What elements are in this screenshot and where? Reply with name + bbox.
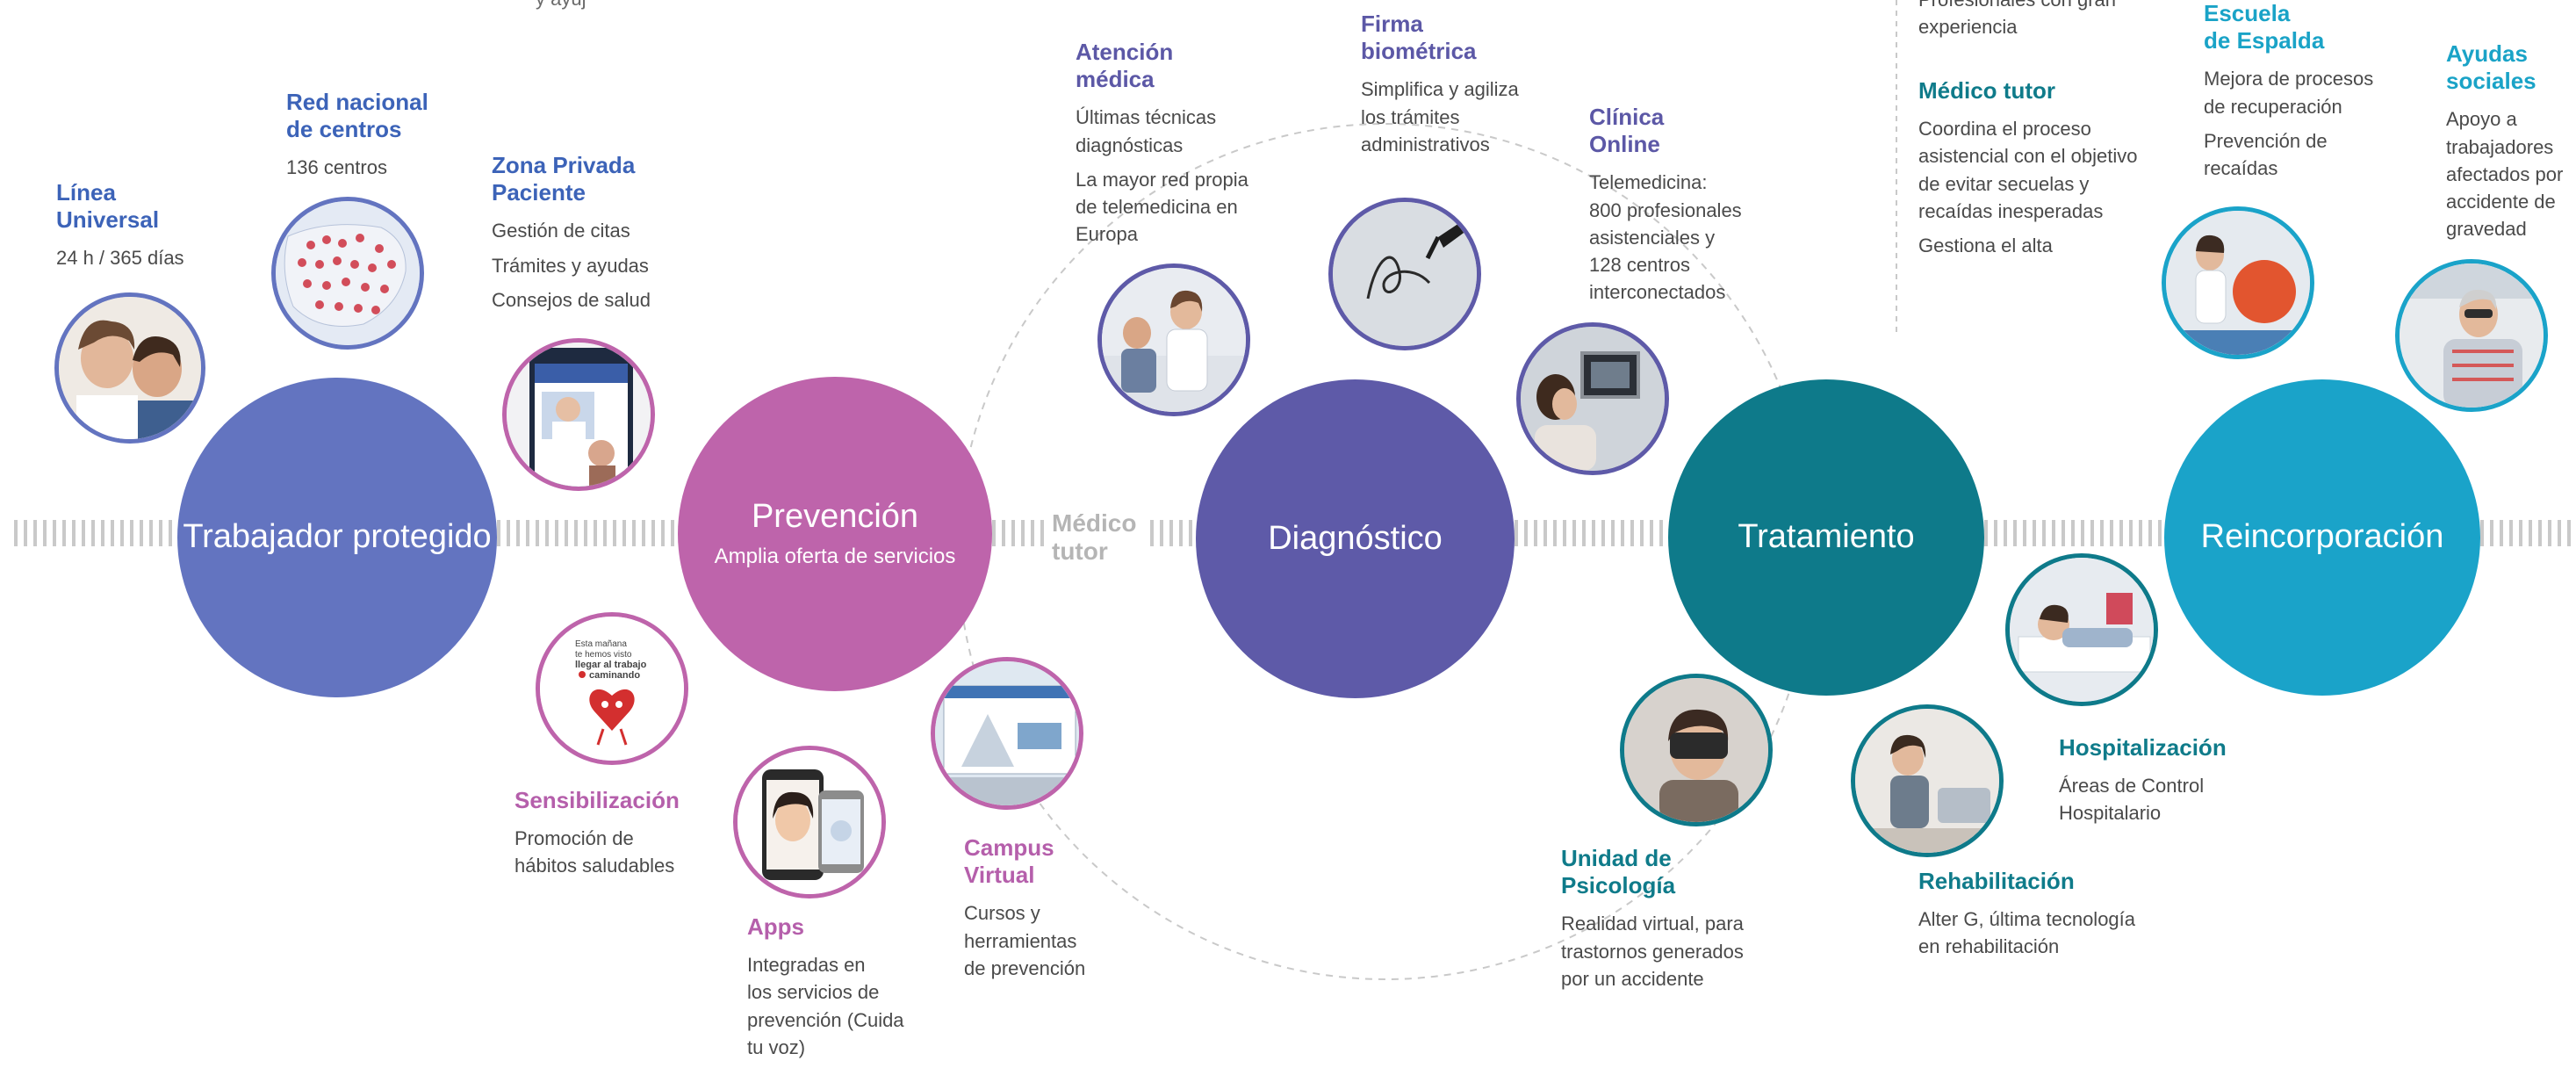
linea-universal-desc: 24 h / 365 días <box>56 247 184 270</box>
diagnostico-circle[interactable]: Diagnóstico <box>1196 379 1515 698</box>
escuela-espalda-line-2: Prevención de recaídas <box>2204 129 2328 180</box>
timeline-dashes <box>1515 520 1668 546</box>
sensibilizacion-title: Sensibilización <box>514 787 680 813</box>
medico-tutor-line-1: Coordina el proceso asistencial con el o… <box>1918 118 2138 222</box>
prevencion-title: Prevención <box>751 498 919 536</box>
red-nacional-desc: 136 centros <box>286 156 387 179</box>
reincorporacion-title: Reincorporación <box>2200 518 2444 556</box>
linea-universal-title: Línea Universal <box>56 179 160 234</box>
firma-biometrica-desc: Simplifica y agiliza los trámites admini… <box>1361 78 1519 155</box>
sensibilizacion-desc: Promoción de hábitos saludables <box>514 827 675 877</box>
medico-tutor-label: Médico tutor Coordina el proceso asisten… <box>1918 77 2137 266</box>
rehabilitacion-desc: Alter G, última tecnología en rehabilita… <box>1918 908 2136 958</box>
atencion-medica-line-1: Últimas técnicas diagnósticas <box>1076 106 1217 156</box>
campus-virtual-label: Campus Virtual Cursos y herramientas de … <box>964 834 1085 989</box>
firma-biometrica-photo <box>1328 198 1481 350</box>
ayudas-sociales-photo <box>2395 259 2548 412</box>
rehabilitacion-label: Rehabilitación Alter G, última tecnologí… <box>1918 868 2135 968</box>
firma-biometrica-title: Firma biométrica <box>1361 11 1477 65</box>
zona-privada-title: Zona Privada Paciente <box>492 152 636 206</box>
svg-text:llegar al trabajo: llegar al trabajo <box>575 660 647 670</box>
hospitalizacion-photo <box>2005 553 2158 706</box>
tratamiento-circle[interactable]: Tratamiento <box>1668 379 1984 696</box>
campus-virtual-photo <box>931 657 1083 810</box>
timeline-dashes <box>2480 520 2576 546</box>
atencion-medica-label: Atención médica Últimas técnicas diagnós… <box>1076 39 1248 256</box>
ayudas-sociales-label: Ayudas sociales Apoyo a trabajadores afe… <box>2446 40 2563 250</box>
timeline-dashes <box>992 520 1045 546</box>
escuela-espalda-title: Escuela de Espalda <box>2204 0 2325 54</box>
atencion-medica-photo <box>1097 263 1250 416</box>
patient-app-photo <box>502 338 655 491</box>
ayudas-sociales-desc: Apoyo a trabajadores afectados por accid… <box>2446 108 2564 241</box>
zona-privada-line-1: Gestión de citas <box>492 220 630 242</box>
svg-text:Esta mañana: Esta mañana <box>575 639 627 649</box>
top-cut-text: y ayuj <box>536 0 586 11</box>
diagnostico-title: Diagnóstico <box>1268 519 1443 557</box>
medico-tutor-link[interactable]: Médico tutor <box>1052 509 1137 566</box>
medico-tutor-line-2: Gestiona el alta <box>1918 235 2053 257</box>
campus-virtual-desc: Cursos y herramientas de prevención <box>964 902 1086 979</box>
red-nacional-title: Red nacional de centros <box>286 89 428 143</box>
timeline-dashes <box>14 520 177 546</box>
medico-tutor-title: Médico tutor <box>1918 77 2055 104</box>
escuela-espalda-photo <box>2162 206 2314 359</box>
apps-label: Apps Integradas en los servicios de prev… <box>747 913 904 1068</box>
tratamiento-title: Tratamiento <box>1738 518 1915 556</box>
clinica-online-label: Clínica Online Telemedicina: 800 profesi… <box>1589 104 1742 314</box>
timeline-dashes <box>1984 520 2164 546</box>
profesionales-label: Profesionales con gran experiencia <box>1918 0 2116 47</box>
spain-map-photo <box>271 197 424 350</box>
prevencion-subtitle: Amplia oferta de servicios <box>714 544 956 568</box>
hospitalizacion-title: Hospitalización <box>2059 734 2227 761</box>
red-nacional-label: Red nacional de centros 136 centros <box>286 89 428 189</box>
sensibilizacion-label: Sensibilización Promoción de hábitos sal… <box>514 787 680 887</box>
ayudas-sociales-title: Ayudas sociales <box>2446 40 2536 95</box>
escuela-espalda-line-1: Mejora de procesos de recuperación <box>2204 68 2374 118</box>
timeline-dashes <box>1150 520 1196 546</box>
zona-privada-line-3: Consejos de salud <box>492 288 651 311</box>
clinica-online-photo <box>1516 322 1669 475</box>
apps-title: Apps <box>747 913 804 940</box>
rehabilitacion-title: Rehabilitación <box>1918 868 2075 894</box>
trabajador-protegido-title: Trabajador protegido <box>183 518 492 556</box>
zona-privada-line-2: Trámites y ayudas <box>492 254 649 277</box>
campus-virtual-title: Campus Virtual <box>964 834 1054 889</box>
timeline-dashes <box>497 520 678 546</box>
trabajador-protegido-circle[interactable]: Trabajador protegido <box>177 378 497 697</box>
profesionales-desc: Profesionales con gran experiencia <box>1918 0 2116 39</box>
rehabilitacion-photo <box>1851 704 2004 857</box>
escuela-espalda-label: Escuela de Espalda Mejora de procesos de… <box>2204 0 2373 189</box>
unidad-psicologia-label: Unidad de Psicología Realidad virtual, p… <box>1561 845 1744 999</box>
call-center-photo <box>54 292 205 444</box>
atencion-medica-line-2: La mayor red propia de telemedicina en E… <box>1076 168 1248 246</box>
zona-privada-label: Zona Privada Paciente Gestión de citas T… <box>492 152 651 321</box>
unidad-psicologia-title: Unidad de Psicología <box>1561 845 1676 899</box>
sensibilizacion-poster-photo: Esta mañana te hemos visto llegar al tra… <box>536 612 688 765</box>
svg-text:caminando: caminando <box>589 670 640 681</box>
reincorporacion-circle[interactable]: Reincorporación <box>2164 379 2480 696</box>
svg-text:te hemos visto: te hemos visto <box>575 650 632 660</box>
clinica-online-desc: Telemedicina: 800 profesionales asistenc… <box>1589 171 1742 304</box>
firma-biometrica-label: Firma biométrica Simplifica y agiliza lo… <box>1361 11 1519 165</box>
prevencion-circle[interactable]: Prevención Amplia oferta de servicios <box>678 377 992 691</box>
apps-phones-photo <box>733 746 886 898</box>
hospitalizacion-desc: Áreas de Control Hospitalario <box>2059 775 2205 825</box>
hospitalizacion-label: Hospitalización Áreas de Control Hospita… <box>2059 734 2227 834</box>
psicologia-vr-photo <box>1620 674 1773 826</box>
apps-desc: Integradas en los servicios de prevenció… <box>747 954 904 1058</box>
clinica-online-title: Clínica Online <box>1589 104 1665 158</box>
atencion-medica-title: Atención médica <box>1076 39 1174 93</box>
unidad-psicologia-desc: Realidad virtual, para trastornos genera… <box>1561 913 1744 990</box>
linea-universal-label: Línea Universal 24 h / 365 días <box>56 179 184 279</box>
